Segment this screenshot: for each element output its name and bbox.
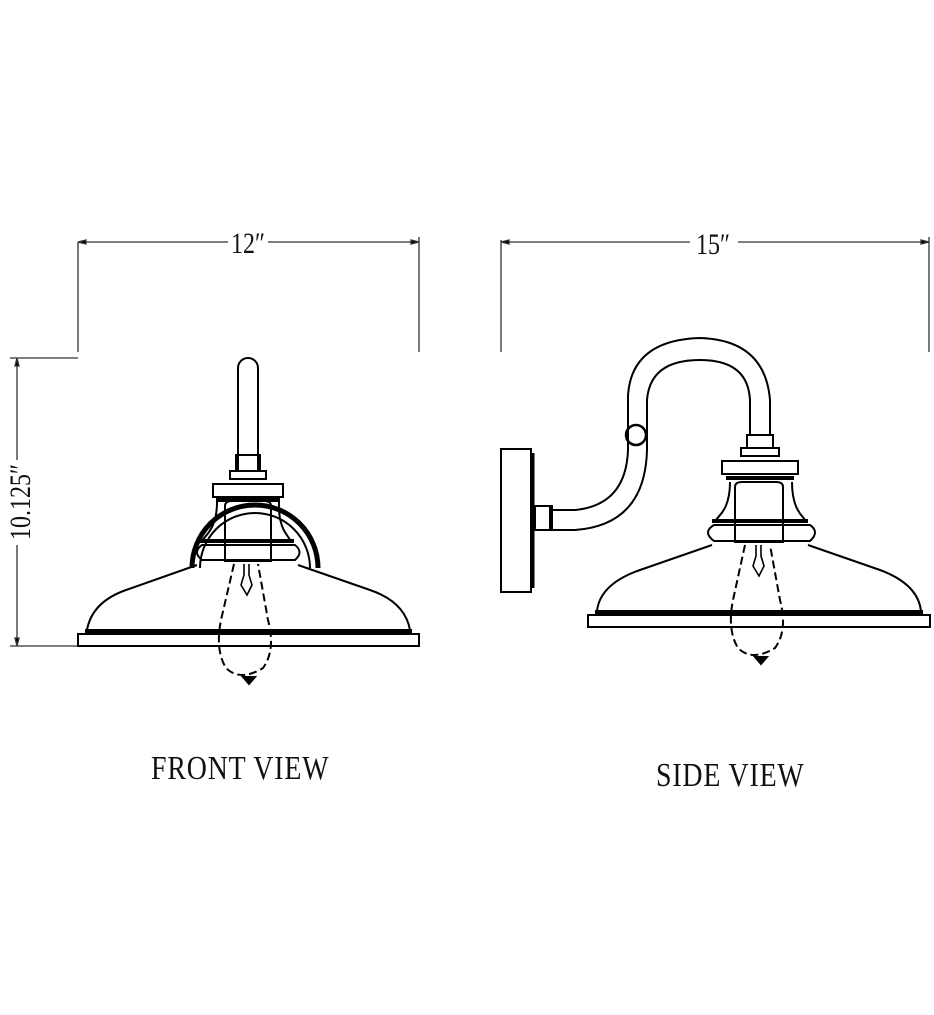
side-view-lamp	[500, 336, 931, 666]
side-view-label: SIDE VIEW	[656, 757, 805, 794]
front-width-text: 12″	[231, 226, 265, 259]
front-width-dimension	[77, 237, 420, 352]
front-height-dimension	[10, 357, 78, 647]
side-depth-dimension	[500, 237, 930, 352]
front-view-label: FRONT VIEW	[151, 750, 330, 787]
side-depth-text: 15″	[696, 227, 730, 260]
front-height-text: 10.125″	[3, 464, 36, 540]
front-view-lamp	[77, 357, 420, 686]
